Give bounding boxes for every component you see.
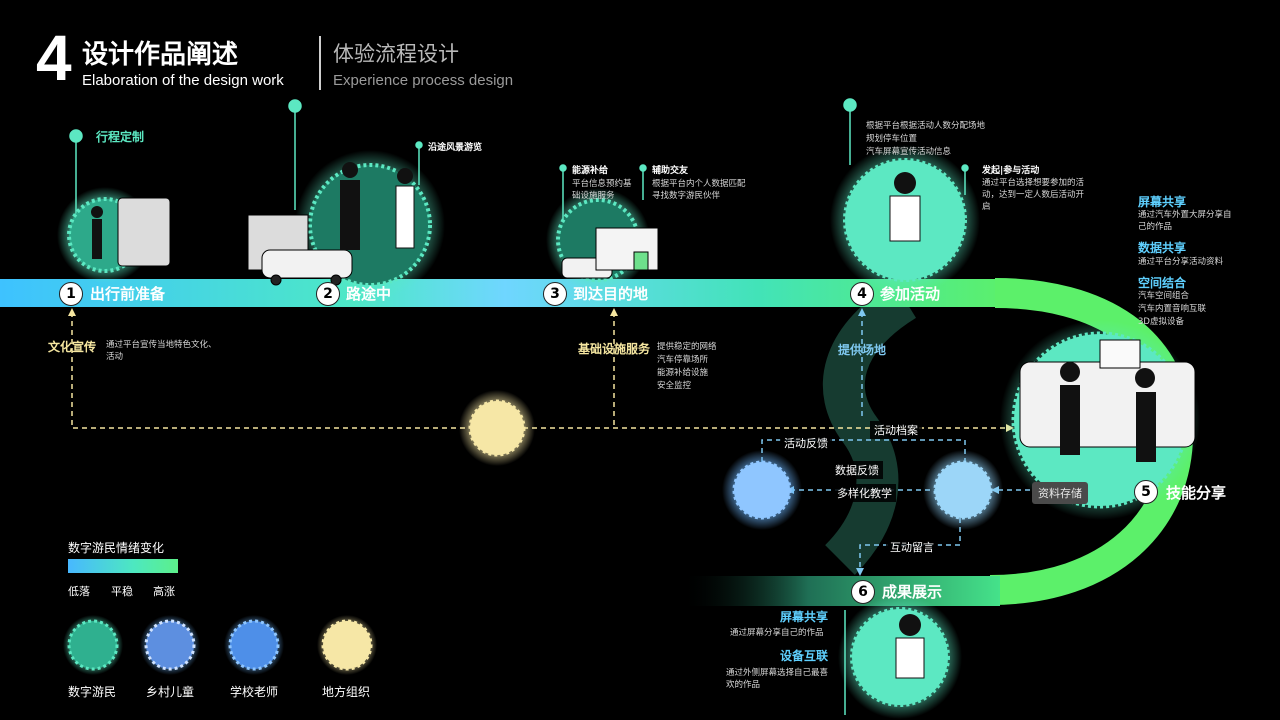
data-feedback-tag: 数据反馈 [831,461,883,479]
stage-5-number: 5 [1134,480,1158,504]
activity-line-1: 根据平台根据活动人数分配场地 [866,121,986,131]
stage-1-label: 出行前准备 [90,285,166,303]
emotion-gradient-bar [68,559,178,573]
page-title: 设计作品阐述 [82,40,239,70]
infra-line-3: 能源补给设施 [657,368,709,378]
role-circles [459,390,1003,530]
result-device-text: 通过外侧屏幕选择自己最喜欢的作品 [726,668,829,690]
legend-low: 低落 [68,585,90,598]
interactive-message-tag: 互动留言 [886,538,938,556]
infra-title: 基础设施服务 [578,342,651,356]
itinerary-label: 行程定制 [96,130,145,144]
infra-line-1: 提供稳定的网络 [657,342,717,352]
stage-6-label: 成果展示 [882,583,943,601]
role-local-org: 地方组织 [322,685,371,699]
page-subtitle: 体验流程设计 [333,42,459,66]
result-screen-title: 屏幕共享 [780,610,829,624]
initiate-text: 通过平台选择想要参加的活动，达到一定人数后活动开启 [982,178,1085,212]
energy-title: 能源补给 [572,166,609,176]
stage-3-number: 3 [543,282,567,306]
share-data-text: 通过平台分享活动资料 [1138,257,1224,267]
main-journey-band [0,279,1010,307]
culture-text: 通过平台宣传当地特色文化、活动 [106,340,217,362]
page-title-en: Elaboration of the design work [82,72,284,89]
activity-line-3: 汽车屏幕宣传活动信息 [866,147,952,157]
result-screen-text: 通过屏幕分享自己的作品 [730,628,824,638]
energy-text: 平台信息预约基础设施服务 [572,179,632,201]
culture-title: 文化宣传 [48,340,97,354]
activity-feedback-tag: 活动反馈 [780,434,832,452]
share-space-title: 空间结合 [1138,276,1187,290]
stage-5-label: 技能分享 [1166,484,1227,502]
stage-2-label: 路途中 [346,285,392,303]
stage-4-number: 4 [850,282,874,306]
pins [69,98,969,715]
share-space-line-1: 汽车空间组合 [1138,291,1190,301]
share-screen-title: 屏幕共享 [1138,195,1187,209]
legend-high: 高涨 [153,585,175,598]
share-space-line-2: 汽车内置音响互联 [1138,304,1207,314]
bottom-band [680,576,1000,606]
role-digital-nomad: 数字游民 [68,685,117,699]
title-divider [319,36,321,90]
stage-2-number: 2 [316,282,340,306]
page-subtitle-en: Experience process design [333,72,514,89]
stage-4-label: 参加活动 [880,285,941,303]
infra-line-4: 安全监控 [657,381,692,391]
social-title: 辅助交友 [652,166,689,176]
section-number: 4 [36,22,72,94]
share-screen-text: 通过汽车外置大屏分享自己的作品 [1138,210,1232,232]
venue-label: 提供场地 [838,343,887,357]
figure-silhouettes [91,162,1156,679]
share-data-title: 数据共享 [1138,241,1187,255]
infra-line-2: 汽车停靠场所 [657,355,709,365]
diverse-teaching-tag: 多样化教学 [833,484,896,502]
stage-3-label: 到达目的地 [573,285,649,303]
data-storage-tag: 资料存储 [1032,482,1088,504]
role-rural-children: 乡村儿童 [146,685,195,699]
social-text: 根据平台内个人数据匹配寻找数字游民伙伴 [652,179,746,201]
background-curve [822,282,917,575]
activity-line-2: 规划停车位置 [866,134,918,144]
yellow-flow [71,312,1010,429]
stage-6-number: 6 [851,580,875,604]
illustrations [117,197,1196,448]
role-school-teacher: 学校老师 [230,685,279,699]
scenic-label: 沿途风景游览 [428,143,483,153]
result-device-title: 设备互联 [780,649,829,663]
legend-flat: 平稳 [111,585,133,598]
legend-title: 数字游民情绪变化 [68,541,165,555]
share-space-line-3: 3D虚拟设备 [1138,317,1184,327]
stage-1-number: 1 [59,282,83,306]
activity-archive-tag: 活动档案 [870,421,922,439]
initiate-title: 发起|参与活动 [982,166,1040,176]
